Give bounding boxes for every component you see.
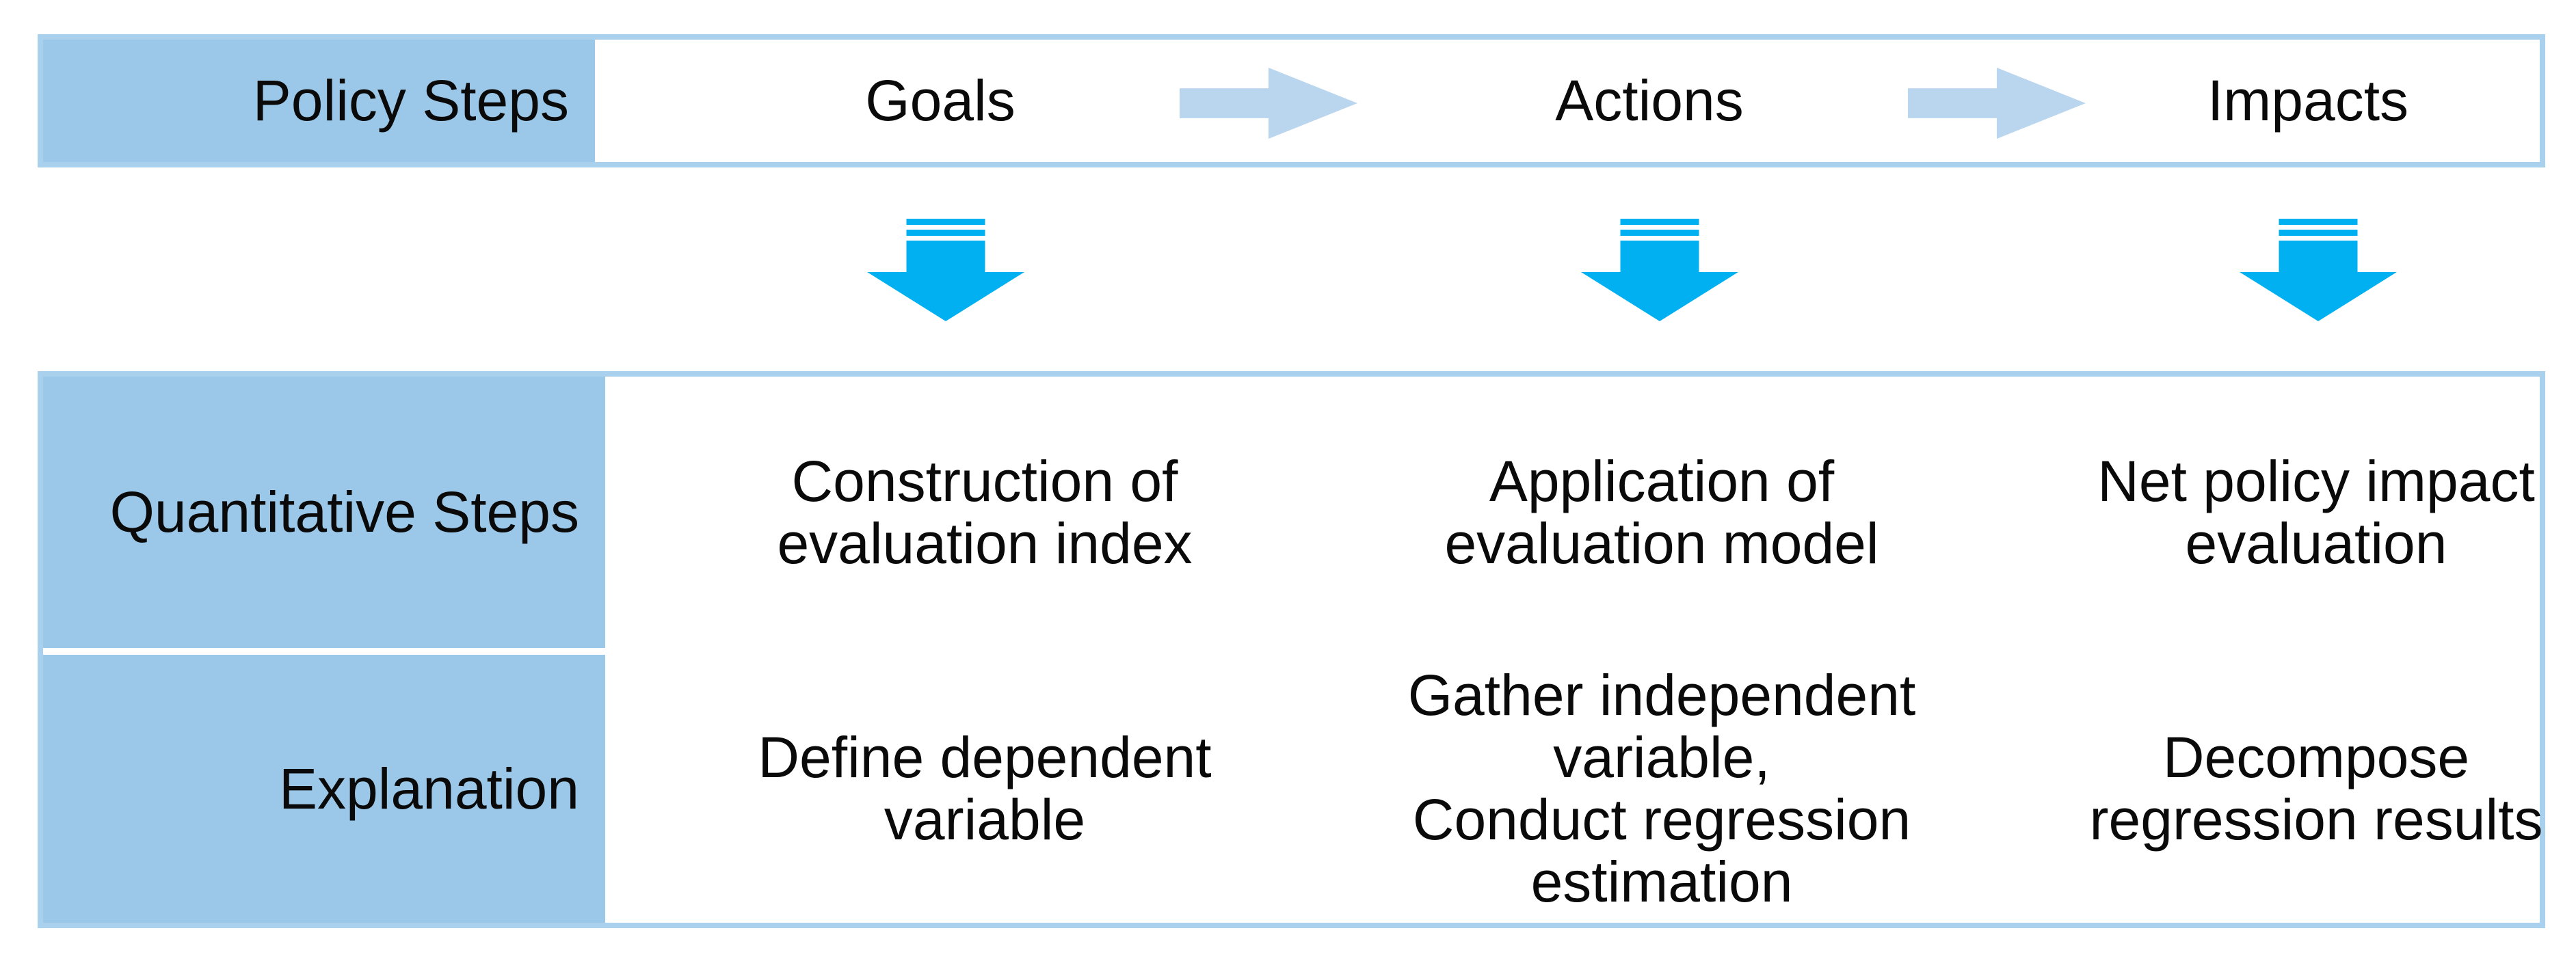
header-col-goals: Goals — [865, 68, 1015, 133]
down-arrow-icon — [867, 219, 1024, 321]
table-cell-gather-independent-variable: Gather independent variable, Conduct reg… — [1407, 663, 1916, 914]
table-cell-decompose-regression-results: Decompose regression results — [2089, 725, 2543, 852]
row-divider — [43, 648, 605, 655]
header-col-impacts: Impacts — [2207, 68, 2409, 133]
table-cell-construction-of-evaluation-index: Construction of evaluation index — [777, 448, 1193, 576]
header-col-actions: Actions — [1555, 68, 1744, 133]
table-cell-define-dependent-variable: Define dependent variable — [758, 725, 1212, 852]
table-cell-application-of-evaluation-model: Application of evaluation model — [1444, 448, 1879, 576]
down-arrow-icon — [1581, 219, 1738, 321]
policy-steps-label-cell: Policy Steps — [43, 40, 595, 162]
down-arrow-icon — [2240, 219, 2397, 321]
row-label-quantitative-steps: Quantitative Steps — [43, 377, 605, 648]
row-label-explanation: Explanation — [43, 655, 605, 923]
table-cell-net-policy-impact-evaluation: Net policy impact evaluation — [2097, 448, 2535, 576]
